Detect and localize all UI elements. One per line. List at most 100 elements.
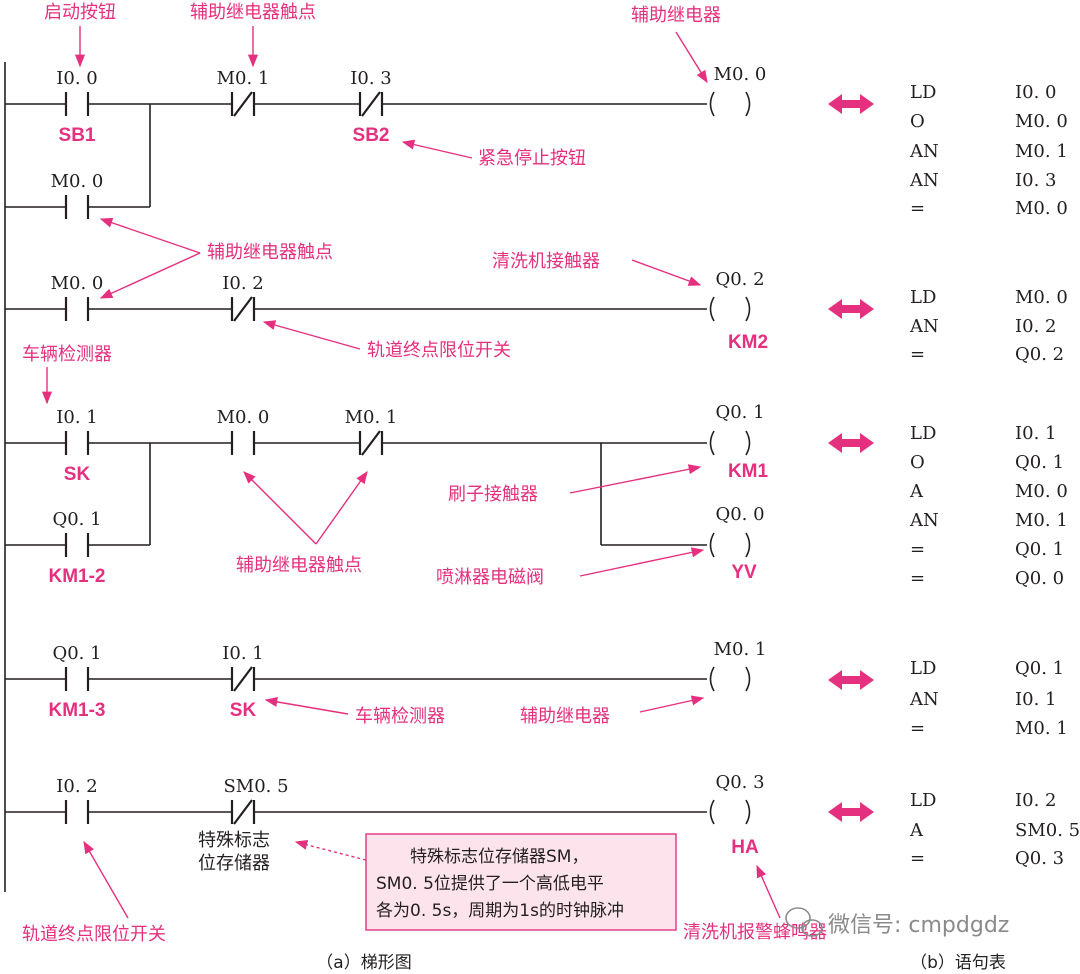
coil-address: Q0. 1 xyxy=(715,402,764,423)
statement-operand: M0. 0 xyxy=(1015,287,1068,308)
annotation-label: 启动按钮 xyxy=(44,2,116,23)
coil-q00 xyxy=(709,532,751,558)
contact-address: M0. 0 xyxy=(217,407,270,428)
contact-address: I0. 1 xyxy=(56,407,97,428)
statement-op: LD xyxy=(910,790,936,811)
annotation-label: 清洗机报警蜂鸣器 xyxy=(683,922,827,943)
statement-operand: M0. 0 xyxy=(1015,481,1068,502)
contact-nc-sm05 xyxy=(230,799,256,825)
coil-address: M0. 0 xyxy=(714,64,767,85)
coil-address: Q0. 0 xyxy=(715,504,764,525)
coil-q03 xyxy=(709,799,751,825)
device-label: KM2 xyxy=(728,332,768,353)
statement-op: = xyxy=(910,848,925,869)
annotation-arrow xyxy=(631,259,702,286)
contact-address: M0. 1 xyxy=(217,68,270,89)
statement-op: = xyxy=(910,539,925,560)
statement-operand: Q0. 1 xyxy=(1015,452,1064,473)
statement-operand: I0. 2 xyxy=(1015,790,1056,811)
coil-m00 xyxy=(709,91,751,117)
watermark: 微信号: cmpdgdz xyxy=(785,907,1009,938)
caption-ladder: （a）梯形图 xyxy=(316,953,411,973)
statement-operand: Q0. 0 xyxy=(1015,568,1064,589)
statement-operand: I0. 1 xyxy=(1015,689,1056,710)
annotation-arrow xyxy=(401,139,473,159)
statement-op: AN xyxy=(909,316,939,337)
annotation-arrow xyxy=(756,864,781,919)
contact-address: M0. 0 xyxy=(51,171,104,192)
coil-address: M0. 1 xyxy=(714,639,767,660)
statement-op: = xyxy=(910,718,925,739)
annotation-label: 辅助继电器触点 xyxy=(236,555,362,576)
statement-operand: Q0. 3 xyxy=(1015,848,1064,869)
coil-q01 xyxy=(709,430,751,456)
rung-5: I0. 2 SM0. 5 Q0. 3 HA xyxy=(5,772,765,858)
annotation-arrow xyxy=(569,464,702,494)
annotation-arrow xyxy=(315,470,368,545)
contact-no-q01 xyxy=(64,667,90,691)
device-label: KM1 xyxy=(728,461,769,482)
contact-no-i01 xyxy=(64,431,90,455)
annotation-label: 轨道终点限位开关 xyxy=(367,340,511,361)
contact-address: I0. 3 xyxy=(350,68,391,89)
statement-operand: Q0. 1 xyxy=(1015,658,1064,679)
statement-operand: M0. 1 xyxy=(1015,141,1068,162)
device-label: KM1-2 xyxy=(48,566,105,587)
statement-operand: M0. 0 xyxy=(1015,198,1068,219)
statement-list: LD I0. 0 O M0. 0 AN M0. 1 AN I0. 3 = M0.… xyxy=(909,82,1080,869)
statement-op: LD xyxy=(910,423,936,444)
statement-operand: I0. 2 xyxy=(1015,316,1056,337)
double-arrow-icon xyxy=(828,433,874,453)
contact-address: M0. 1 xyxy=(345,407,398,428)
contact-nc-i01 xyxy=(230,666,256,692)
rung-1: I0. 0 SB1 M0. 1 I0. 3 SB2 M0. 0 M0. 0 xyxy=(5,64,766,219)
note-line: 各为0. 5s，周期为1s的时钟脉冲 xyxy=(376,901,624,921)
annotation-label: 辅助继电器触点 xyxy=(190,2,316,23)
contact-nc-i03 xyxy=(358,91,384,117)
annotation-arrow xyxy=(99,252,201,299)
coil-address: Q0. 3 xyxy=(715,772,764,793)
caption-statements: （b）语句表 xyxy=(910,953,1006,973)
contact-address: M0. 0 xyxy=(51,273,104,294)
contact-address: I0. 1 xyxy=(222,643,263,664)
note-line: 特殊标志位存储器SM， xyxy=(410,847,588,867)
contact-nc-m01 xyxy=(230,91,256,117)
annotation-arrow xyxy=(99,217,201,254)
annotation-label: 车辆检测器 xyxy=(22,344,112,365)
annotation-arrow xyxy=(264,696,349,715)
statement-op: A xyxy=(909,481,924,502)
contact-no-m00 xyxy=(64,297,90,321)
annotation-label: 刷子接触器 xyxy=(448,484,538,505)
contact-nc-m01 xyxy=(358,430,384,456)
annotation-arrow xyxy=(83,840,129,919)
annotation-arrow xyxy=(675,31,708,84)
statement-op: AN xyxy=(909,510,939,531)
annotation-label: 车辆检测器 xyxy=(355,706,445,727)
rung-2: M0. 0 I0. 2 Q0. 2 KM2 xyxy=(5,269,768,353)
statement-operand: SM0. 5 xyxy=(1015,820,1080,841)
statement-operand: M0. 0 xyxy=(1015,111,1068,132)
statement-op: O xyxy=(910,452,925,473)
statement-op: = xyxy=(910,198,925,219)
device-label: HA xyxy=(731,837,759,858)
statement-operand: I0. 1 xyxy=(1015,423,1056,444)
statement-operand: M0. 1 xyxy=(1015,718,1068,739)
annotation-label: 辅助继电器 xyxy=(520,706,610,727)
coil-address: Q0. 2 xyxy=(715,269,764,290)
statement-op: = xyxy=(910,344,925,365)
statement-op: LD xyxy=(910,82,936,103)
statement-op: AN xyxy=(909,689,939,710)
device-label: SK xyxy=(230,700,257,721)
contact-address: Q0. 1 xyxy=(52,509,101,530)
statement-operand: M0. 1 xyxy=(1015,510,1068,531)
device-label: SB2 xyxy=(353,125,390,146)
link-arrows xyxy=(828,94,874,822)
double-arrow-icon xyxy=(828,299,874,319)
note-box: 特殊标志位存储器SM， SM0. 5位提供了一个高低电平 各为0. 5s，周期为… xyxy=(365,833,677,931)
device-label: KM1-3 xyxy=(48,700,105,721)
contact-address: I0. 2 xyxy=(56,776,97,797)
annotation-label: 清洗机接触器 xyxy=(492,251,600,272)
coil-m01 xyxy=(709,666,751,692)
contact-address: Q0. 1 xyxy=(52,643,101,664)
device-label: SK xyxy=(64,464,91,485)
